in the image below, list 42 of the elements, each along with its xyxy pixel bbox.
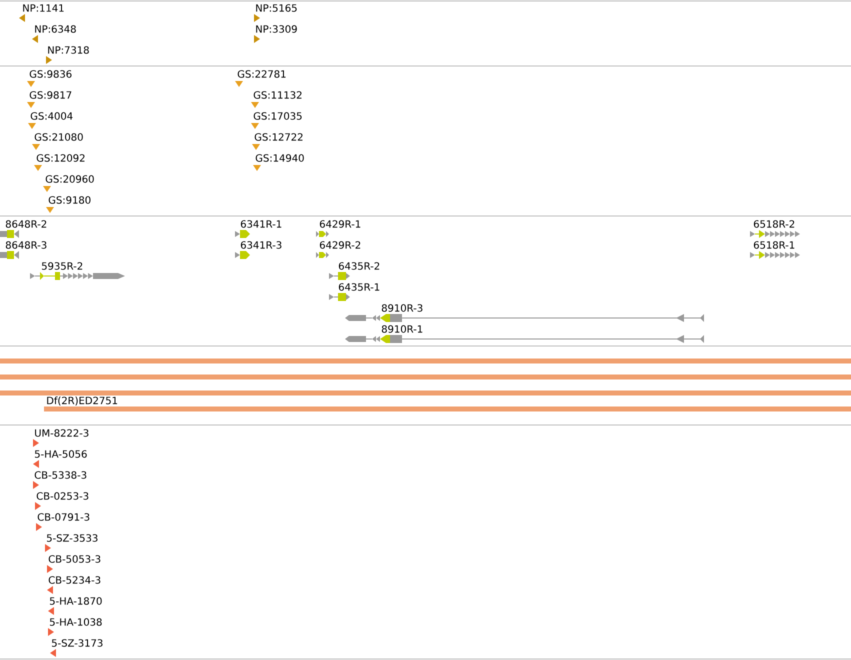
feature-label: GS:14940: [256, 154, 304, 162]
feature-label: GS:21080: [34, 133, 83, 141]
feature-label: 6435R-1: [338, 283, 380, 291]
feature-label: GS:12092: [36, 154, 84, 162]
feature-label: 5-HA-1038: [50, 618, 102, 626]
feature-label: CB-5053-3: [48, 555, 100, 563]
feature-label: 6518R-1: [754, 241, 794, 249]
feature-label: GS:17035: [254, 112, 302, 120]
feature-label: 8648R-2: [6, 220, 46, 228]
feature-label: CB-5234-3: [48, 576, 100, 584]
feature-label: GS:9180: [48, 196, 90, 204]
feature-label: GS:11132: [254, 91, 302, 99]
feature-label: UM-8222-3: [35, 429, 88, 437]
feature-label: 6429R-2: [320, 241, 360, 249]
feature-label: GS:4004: [30, 112, 73, 120]
feature-label: GS:20960: [46, 175, 94, 183]
feature-label: GS:12722: [254, 133, 302, 141]
feature-label: 5-SZ-3173: [52, 639, 102, 647]
feature-label: GS:22781: [238, 70, 286, 78]
feature-label: GS:9817: [30, 91, 72, 99]
feature-label: 6341R-3: [240, 241, 282, 249]
feature-label: NP:6348: [35, 25, 76, 33]
feature-label: NP:7318: [48, 46, 89, 54]
feature-label: GS:9836: [30, 70, 72, 78]
feature-label: CB-0253-3: [36, 492, 88, 500]
feature-label: 8910R-3: [382, 304, 422, 312]
feature-label: NP:5165: [256, 4, 297, 12]
feature-label: 5-HA-1870: [50, 597, 102, 605]
feature-label: CB-0791-3: [38, 513, 90, 521]
feature-label: 6341R-1: [240, 220, 282, 228]
feature-label: 6429R-1: [320, 220, 360, 228]
feature-label: 8910R-1: [382, 325, 422, 333]
feature-label: 6435R-2: [338, 262, 380, 270]
feature-label: 5935R-2: [42, 262, 82, 270]
feature-label: 8648R-3: [6, 241, 46, 249]
feature-label: 5-HA-5056: [34, 450, 87, 458]
feature-label: Df(2R)ED2751: [47, 396, 118, 406]
feature-label: NP:1141: [23, 4, 64, 12]
feature-label: 5-SZ-3533: [46, 534, 98, 542]
feature-label: NP:3309: [256, 25, 297, 33]
feature-label: 6518R-2: [754, 220, 794, 228]
feature-label: CB-5338-3: [34, 471, 86, 479]
